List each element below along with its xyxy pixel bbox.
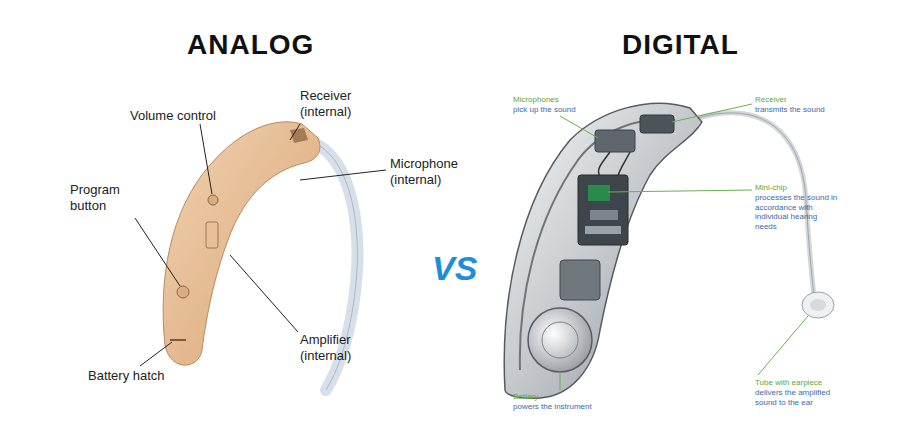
battery-ring <box>542 322 578 358</box>
part-label: Battery hatch <box>88 368 165 384</box>
chip-part <box>585 226 621 234</box>
leader-line <box>230 255 298 332</box>
leader-line <box>560 116 598 138</box>
microphone-part <box>595 130 635 152</box>
earpiece <box>802 292 834 318</box>
leader-line <box>300 170 386 180</box>
mini-chip <box>588 185 610 201</box>
part-label: Tube with earpiece <box>755 378 822 388</box>
part-label: Volume control <box>130 108 216 124</box>
leader-line <box>560 372 561 390</box>
battery-hatch-mark <box>170 339 186 341</box>
chip-part <box>590 210 618 220</box>
part-description: transmits the sound <box>755 105 845 115</box>
leader-line <box>135 218 180 286</box>
program-button-knob <box>177 286 189 298</box>
earpiece-center <box>810 299 826 311</box>
part-description: powers the instrument <box>513 402 613 412</box>
part-label: Microphone (internal) <box>390 156 475 187</box>
part-label: Program button <box>70 182 132 213</box>
part-description: delivers the amplified sound to the ear <box>755 388 843 407</box>
heading: DIGITAL <box>622 28 739 62</box>
wire <box>598 152 630 176</box>
leader-line <box>200 124 212 194</box>
program-window <box>206 222 218 248</box>
leader-line <box>758 316 808 375</box>
leader-line <box>672 104 752 122</box>
leader-line <box>140 342 172 366</box>
digital-housing <box>504 103 702 398</box>
amplifier-part <box>560 260 600 300</box>
volume-knob <box>208 195 218 205</box>
versus-mark: VS <box>432 248 477 289</box>
battery-cell <box>528 308 592 372</box>
part-description: processes the sound in accordance with i… <box>755 193 839 231</box>
part-label: Receiver <box>755 95 787 105</box>
leader-line <box>290 124 300 140</box>
part-description: pick up the sound <box>513 105 603 115</box>
part-label: Receiver (internal) <box>300 88 375 119</box>
receiver-part <box>640 115 674 133</box>
analog-housing <box>163 122 320 365</box>
part-label: Mini-chip <box>755 183 787 193</box>
heading: ANALOG <box>187 28 314 62</box>
part-label: Microphones <box>513 95 559 105</box>
part-label: Battery <box>513 392 538 402</box>
part-label: Amplifier (internal) <box>300 332 375 363</box>
leader-line <box>608 190 752 192</box>
circuit-board <box>578 175 628 245</box>
